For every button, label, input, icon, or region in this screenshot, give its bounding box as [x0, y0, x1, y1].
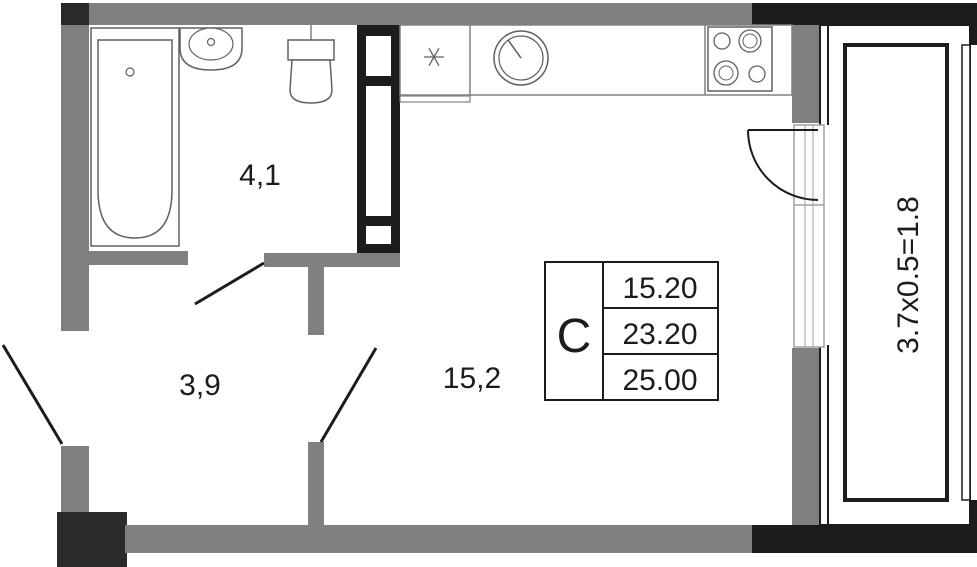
bathroom-door-leaf [194, 261, 265, 306]
toilet-tank [287, 39, 335, 61]
wall-right-upper [792, 25, 820, 123]
snowflake-icon [424, 47, 444, 67]
total-area-value: 23.20 [622, 318, 697, 351]
balcony-inner [843, 43, 949, 502]
bathroom-area-label: 4,1 [239, 159, 281, 192]
kitchen-faucet [507, 39, 522, 59]
wall-left-upper [61, 25, 89, 331]
wardrobe-slot-1 [366, 36, 391, 76]
summary-box-frame [544, 261, 719, 401]
balcony: 3.7x0.5=1.8 [819, 24, 971, 526]
sink [179, 27, 243, 71]
bathtub-inner [97, 39, 173, 239]
walls [57, 3, 977, 567]
entrance-door-left [1, 344, 64, 445]
drain-icon [125, 67, 135, 77]
wall-top [61, 3, 761, 25]
wardrobe-slot-2 [366, 86, 391, 216]
kitchen [399, 24, 793, 103]
window-frame [793, 124, 825, 348]
bath-wall-bottom-right [264, 253, 400, 267]
wardrobe [357, 25, 400, 253]
wall-bottom-left-corner [57, 512, 127, 567]
burner-4 [748, 65, 766, 83]
toilet-bowl [289, 59, 333, 104]
balcony-bottom-wall [752, 525, 947, 553]
fridge-door-line [399, 95, 471, 103]
hall-area-label: 3,9 [179, 369, 221, 402]
entrance-door-right [319, 347, 378, 443]
bath-wall-bottom [89, 251, 188, 265]
burner-3-inner [718, 65, 734, 81]
partition-stub [308, 267, 324, 335]
partition-lower [308, 442, 324, 525]
wall-right-lower [792, 348, 820, 528]
sink-bowl [188, 27, 234, 61]
living-area-label: 15,2 [443, 362, 501, 395]
balcony-door[interactable] [747, 124, 825, 348]
apartment-code: C [557, 310, 592, 363]
living-area-value: 15.20 [622, 272, 697, 305]
wall-left-lower [61, 446, 89, 516]
balcony-label: 3.7x0.5=1.8 [892, 196, 925, 354]
doors [1, 261, 378, 445]
door-swing [747, 129, 819, 201]
toilet [287, 25, 335, 104]
balcony-top-wall [752, 3, 947, 25]
burner-2-inner [742, 33, 758, 49]
bathtub [90, 27, 180, 247]
burner-1 [713, 32, 731, 50]
total-with-balcony-value: 25.00 [622, 364, 697, 397]
faucet-icon [206, 37, 216, 47]
wardrobe-slot-3 [366, 226, 391, 244]
burner-3 [713, 60, 739, 86]
area-summary-box: C 15.20 23.20 25.00 [544, 261, 719, 401]
burner-2 [738, 29, 762, 53]
wall-top-corner-left [61, 3, 89, 25]
wall-bottom [125, 525, 775, 553]
balcony-rail-right [961, 44, 971, 501]
